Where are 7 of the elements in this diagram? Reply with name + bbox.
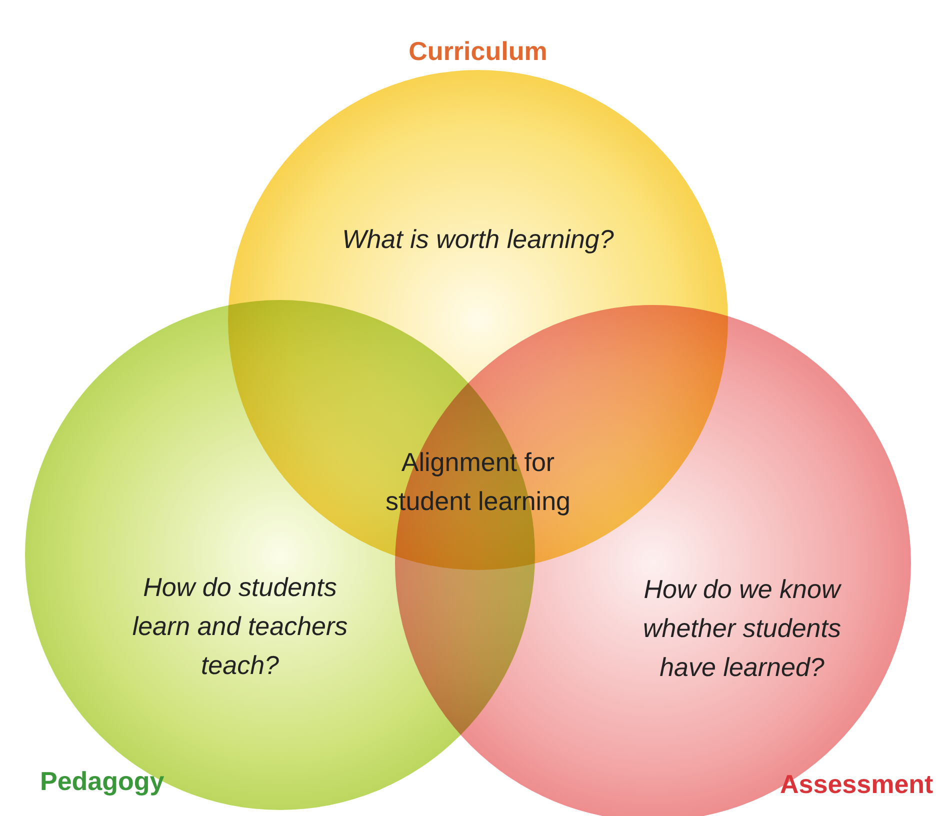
circle-heading: Pedagogy (40, 765, 164, 798)
circle-question: What is worth learning? (341, 223, 615, 256)
circle-question: How do we know whether students have learned? (642, 573, 842, 684)
circle-question: How do students learn and teachers teach? (131, 571, 349, 682)
circle-heading: Curriculum (408, 35, 548, 68)
circle-heading: Assessment (780, 768, 934, 801)
center-label: Alignment for student learning (384, 446, 572, 518)
